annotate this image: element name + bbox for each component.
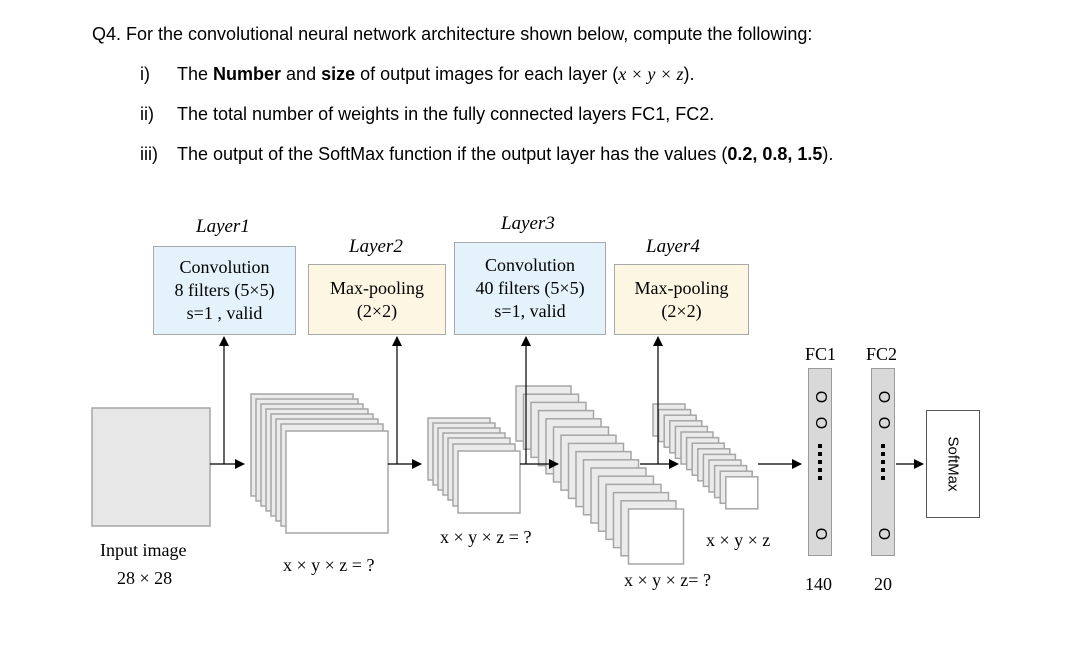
item-text: ). (683, 64, 695, 84)
layer3-box: Convolution 40 filters (5×5) s=1, valid (454, 242, 606, 335)
item-text: The output of the SoftMax function if th… (177, 144, 728, 164)
fc1-node: O (812, 527, 830, 541)
layer2-output-label: x × y × z = ? (440, 527, 532, 547)
softmax-label: SoftMax (944, 436, 962, 492)
layer2-feature-maps (427, 417, 521, 514)
item-number: ii) (140, 104, 154, 124)
fc2-ellipsis (881, 444, 885, 484)
item-bold-size: size (321, 64, 356, 84)
feature-map (725, 476, 759, 510)
input-image-shape (91, 407, 211, 527)
layer3-output-label: x × y × z= ? (624, 570, 711, 590)
item-bold-values: 0.2, 0.8, 1.5 (727, 144, 823, 164)
question-item-3: iii) The output of the SoftMax function i… (140, 144, 833, 165)
layer3-title: Layer3 (501, 213, 555, 234)
layer3-feature-maps (515, 385, 685, 565)
item-bold-number: Number (213, 64, 282, 84)
item-math: x × y × z (618, 64, 684, 84)
layer1-title: Layer1 (196, 216, 250, 237)
layer2-box: Max-pooling (2×2) (308, 264, 446, 335)
layer4-title: Layer4 (646, 236, 700, 257)
layer1-output-label: x × y × z = ? (283, 555, 375, 575)
layer1-params: s=1 , valid (186, 303, 263, 323)
item-number: i) (140, 64, 150, 84)
softmax-box (926, 410, 980, 518)
item-number: iii) (140, 144, 158, 164)
fc1-ellipsis (818, 444, 822, 484)
layer1-op: Convolution (179, 257, 270, 277)
question-item-1: i) The Number and size of output images f… (140, 64, 695, 85)
fc2-count: 20 (874, 574, 892, 594)
fc2-node: O (875, 416, 893, 430)
item-text: of output images for each layer ( (355, 64, 619, 84)
layer2-op: Max-pooling (330, 277, 424, 298)
layer1-feature-maps (250, 393, 389, 534)
fc2-label: FC2 (866, 344, 898, 364)
layer3-filters: 40 filters (5×5) (475, 278, 585, 298)
input-image-label: Input image (100, 540, 187, 560)
layer-arrows (219, 336, 663, 464)
item-text: ). (822, 144, 834, 164)
layer4-box: Max-pooling (2×2) (614, 264, 749, 335)
question-title: Q4. For the convolutional neural network… (92, 24, 813, 44)
feature-map (627, 508, 685, 565)
fc2-node: O (875, 390, 893, 404)
layer1-filters: 8 filters (5×5) (174, 280, 275, 300)
fc1-count: 140 (805, 574, 832, 594)
fc1-node: O (812, 390, 830, 404)
item-text: The total number of weights in the fully… (177, 104, 715, 124)
layer2-size: (2×2) (356, 300, 398, 321)
fc1-node: O (812, 416, 830, 430)
layer4-feature-maps (652, 403, 759, 510)
layer1-box: Convolution 8 filters (5×5) s=1 , valid (153, 246, 296, 335)
layer3-op: Convolution (484, 255, 575, 275)
layer4-op: Max-pooling (634, 277, 729, 298)
layer3-params: s=1, valid (494, 301, 566, 321)
fc2-node: O (875, 527, 893, 541)
layer4-size: (2×2) (661, 300, 702, 321)
layer2-title: Layer2 (349, 236, 403, 257)
question-item-2: ii) The total number of weights in the fu… (140, 104, 714, 125)
fc1-label: FC1 (805, 344, 837, 364)
input-image-size: 28 × 28 (117, 568, 173, 588)
layer4-output-label: x × y × z (706, 530, 771, 550)
item-text: and (281, 64, 322, 84)
item-text: The (177, 64, 214, 84)
